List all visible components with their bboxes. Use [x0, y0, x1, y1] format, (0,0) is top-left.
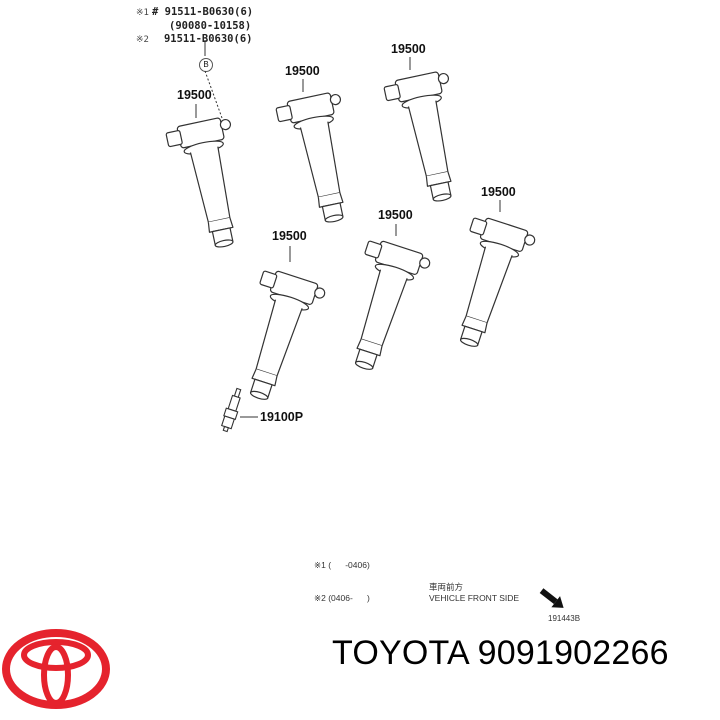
- ignition-coil-6: [435, 213, 538, 356]
- part-label-coil-5: 19500: [378, 208, 413, 222]
- ignition-coil-4: [225, 266, 328, 409]
- date-legend: ※1 ( -0406) ※2 (0406- ): [314, 538, 370, 615]
- direction-jp: 車両前方: [429, 582, 464, 592]
- ignition-coil-1: [164, 115, 256, 255]
- toyota-logo-icon: [2, 629, 110, 709]
- note-prefix: #: [151, 6, 159, 18]
- part-notes: ※1# 91511-B0630(6) (90080-10158) ※2 91511…: [136, 6, 253, 47]
- ignition-coil-5: [330, 236, 433, 379]
- part-label-coil-4: 19500: [272, 229, 307, 243]
- legend-row-2: ※2 (0406- ): [314, 593, 370, 603]
- legend-row-1: ※1 ( -0406): [314, 560, 370, 570]
- part-label-coil-1: 19500: [177, 88, 212, 102]
- callout-b: B: [199, 58, 213, 72]
- ignition-coil-2: [274, 90, 366, 230]
- vehicle-direction: 車両前方 VEHICLE FRONT SIDE: [429, 582, 519, 604]
- brand-name: TOYOTA: [332, 634, 468, 672]
- spark-plug: [220, 387, 242, 433]
- ignition-coil-3: [382, 69, 474, 209]
- part-label-coil-6: 19500: [481, 185, 516, 199]
- part-label-coil-3: 19500: [391, 42, 426, 56]
- diagram-code: 191443B: [548, 614, 581, 623]
- direction-en: VEHICLE FRONT SIDE: [429, 593, 520, 603]
- part-label-coil-2: 19500: [285, 64, 320, 78]
- note-marker-1: ※1: [136, 8, 149, 18]
- note-part-1: 91511-B0630(6): [164, 6, 254, 18]
- part-label-spark-plug: 19100P: [260, 410, 304, 424]
- note-marker-2: ※2: [136, 35, 149, 45]
- note-part-3: 91511-B0630(6): [163, 33, 253, 45]
- vehicle-front-arrow-icon: [539, 588, 564, 608]
- note-part-2: (90080-10158): [169, 20, 252, 32]
- part-number: 9091902266: [477, 634, 669, 672]
- product-caption: TOYOTA 9091902266: [332, 634, 669, 673]
